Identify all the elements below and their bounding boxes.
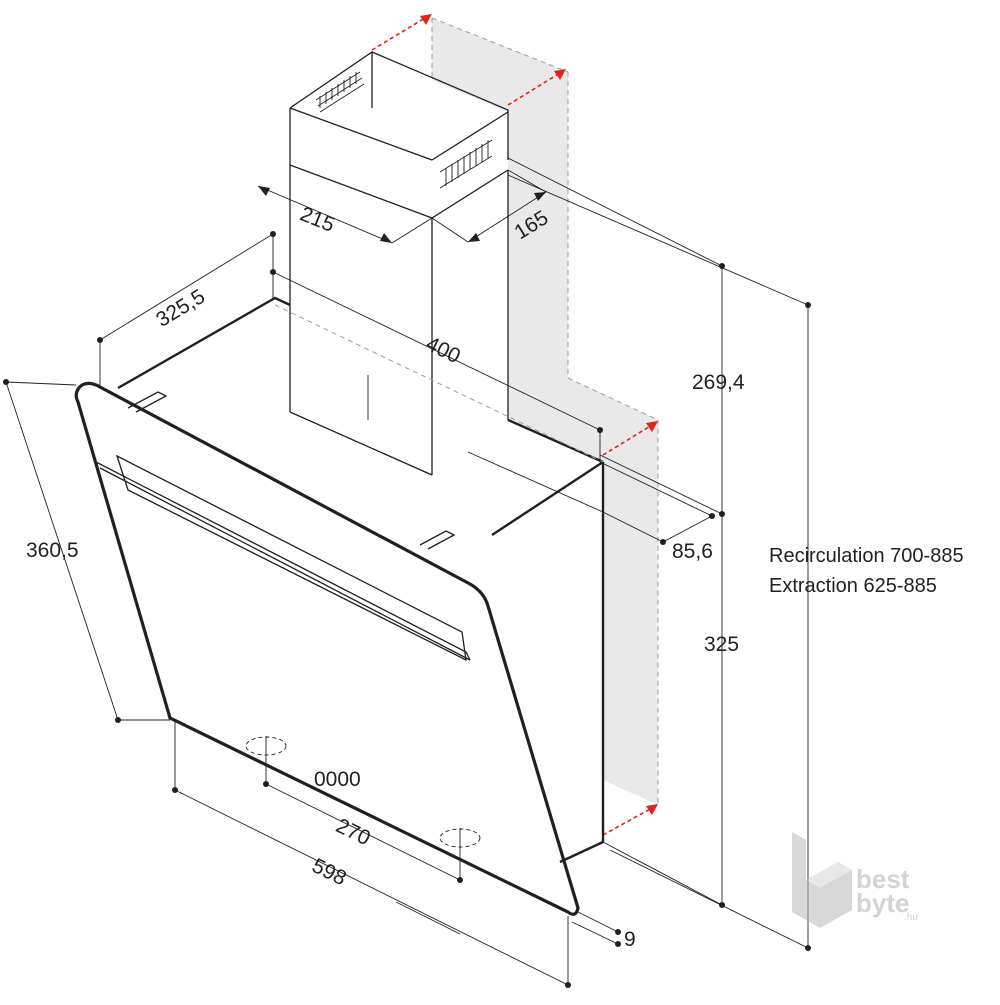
dim-total-height [507,174,811,951]
dim-chimney-width-label: 215 [297,202,338,236]
dim-offset-label: 85,6 [672,540,713,563]
bestbyte-logo: best byte .hu [792,832,918,928]
mounting-brackets [127,391,456,550]
dim-glass-height [3,379,170,723]
dim-offset [599,461,715,545]
dim-vent-spacing [263,736,463,883]
vent-slots-left [315,71,365,113]
dim-chimney-width [257,185,433,244]
dim-chimney-height-label: 269,4 [692,371,745,394]
dim-glass-height-label: 360,5 [26,539,79,562]
wall-direction-arrows [371,14,658,836]
dim-hood-depth-label: 400 [422,332,464,368]
dim-glass-thickness [571,911,621,947]
upper-chimney [289,50,509,189]
dim-body-height-label: 325 [704,633,739,656]
extraction-note: Extraction 625-885 [769,575,937,597]
dim-glass-thickness-label: 9 [624,928,636,951]
vent-slots-right [439,139,493,189]
dim-chimney-depth [431,169,547,243]
logo-line1: best [856,864,910,894]
glass-panel [74,381,580,916]
dim-top-depth-label: 325,5 [152,285,209,332]
hood-body [117,296,605,864]
dim-chimney-height [507,157,725,517]
logo-suffix: .hu [904,912,918,923]
dim-hood-depth [270,269,603,462]
dim-hood-width [172,720,571,988]
recirculation-note: Recirculation 700-885 [769,545,964,567]
control-buttons-label: 0000 [314,768,361,791]
lower-chimney [289,164,509,476]
logo-line2: byte [856,888,909,918]
dim-top-depth [97,231,276,386]
wall-surface [432,18,658,805]
